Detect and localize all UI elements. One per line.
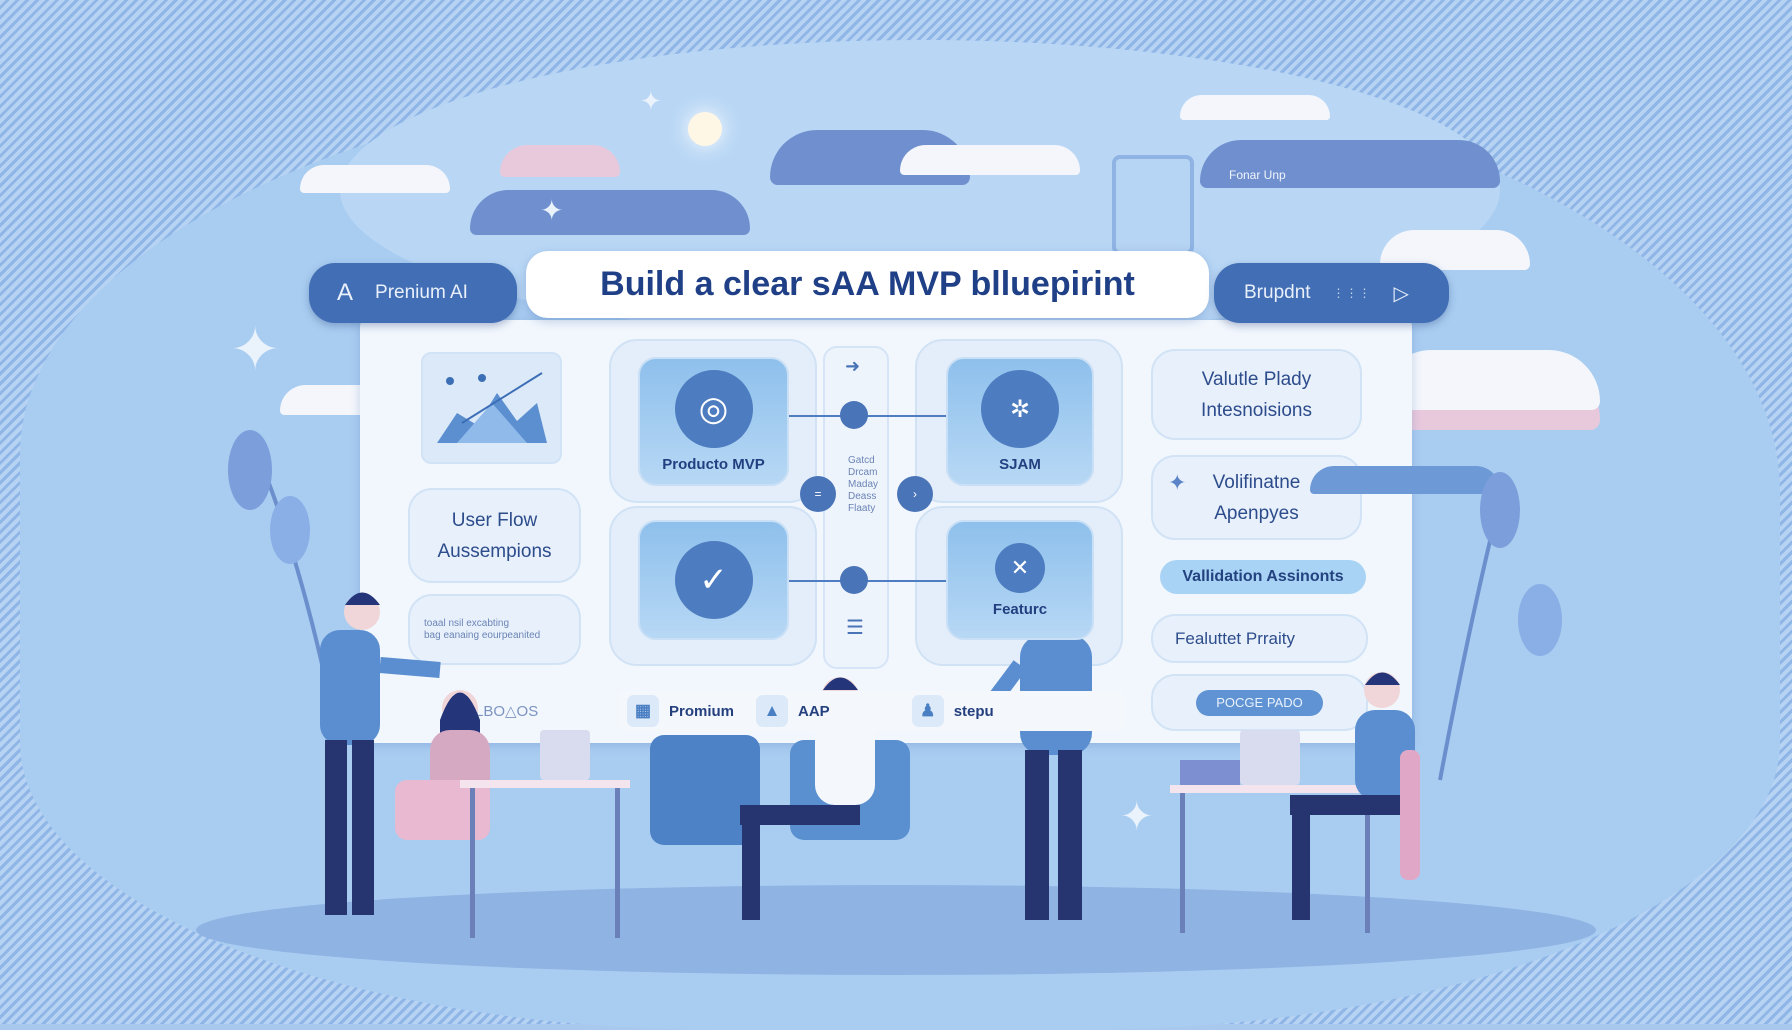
card-subtitle: Apenpyes — [1214, 502, 1299, 524]
blueprint-label: Brupdnt — [1244, 282, 1311, 303]
note-line: toaal nsil excabting — [424, 617, 510, 629]
validation-card[interactable]: Volifinatne Apenpyes — [1151, 455, 1362, 540]
play-icon: ▷ — [1393, 282, 1409, 305]
premium-ai-button[interactable]: A Prenium AI — [309, 263, 517, 323]
middle-text-list: Gatcd Drcam Maday Deass Flaaty — [848, 455, 878, 515]
cloud — [470, 190, 750, 235]
floating-label: Fonar Unp — [1229, 168, 1286, 182]
cloud — [1200, 140, 1500, 188]
desk-leg — [470, 788, 475, 938]
menu-icon[interactable]: ☰ — [846, 617, 864, 639]
user-flow-subtitle: Aussempions — [437, 540, 552, 562]
node-icon[interactable] — [840, 566, 868, 594]
value-card[interactable]: Valutle Plady Intesnoisions — [1151, 349, 1362, 440]
chart-icon — [436, 372, 547, 443]
page-title: Build a clear sAA MVP blluepirint — [526, 251, 1209, 318]
middle-text: Drcam — [848, 467, 878, 478]
sparkle-icon: ✦ — [1168, 470, 1187, 495]
scribble-text: LBO△OS — [475, 703, 539, 720]
desk-leg — [1180, 793, 1185, 933]
node-icon[interactable] — [840, 401, 868, 429]
card-subtitle: Intesnoisions — [1201, 399, 1312, 421]
cloud — [900, 145, 1080, 175]
sparkle-icon: ✦ — [1120, 795, 1154, 839]
floor-shadow — [196, 885, 1596, 975]
armchair — [650, 735, 760, 845]
check-icon: ✓ — [674, 541, 753, 619]
letter-a-icon: A — [337, 279, 354, 306]
leaf — [270, 496, 310, 564]
desk-leg — [615, 788, 620, 938]
bottom-toolbar: ▦ Promium ▲ AAP ♟ stepu — [617, 691, 1126, 731]
toolbar-label: Promium — [669, 702, 735, 720]
target-icon: ◎ — [674, 370, 753, 448]
laptop-icon — [540, 730, 590, 780]
feature-priority-card[interactable]: Fealuttet Prraity — [1151, 614, 1368, 663]
premium-ai-label: Prenium AI — [375, 282, 468, 303]
bottom-pill[interactable]: POCGE PADO — [1196, 689, 1323, 716]
sparkle-icon: ✦ — [540, 195, 563, 226]
arrow-right-icon[interactable]: ➜ — [845, 356, 861, 376]
toolbar-label: AAP — [798, 702, 830, 720]
validation-tile[interactable]: ✓ — [638, 520, 789, 640]
user-flow-title: User Flow — [451, 509, 538, 531]
grid-icon: ▦ — [627, 695, 659, 727]
feature-priority-label: Fealuttet Prraity — [1175, 629, 1295, 648]
middle-text: Maday — [848, 479, 879, 490]
product-mvp-tile[interactable]: ◎ Producto MVP — [638, 357, 789, 486]
cloud — [300, 165, 450, 193]
figure-icon: ✲ — [981, 370, 1059, 448]
card-title: Volifinatne — [1212, 471, 1301, 493]
person-seated-right — [1290, 672, 1420, 920]
dots-icon: ⋮⋮⋮ — [1332, 286, 1372, 300]
toolbar-item-aap[interactable]: ▲ AAP — [756, 695, 830, 727]
cloud — [1310, 466, 1500, 494]
blueprint-button[interactable]: Brupdnt ⋮⋮⋮ ▷ — [1214, 263, 1449, 323]
toolbar-item-premium[interactable]: ▦ Promium — [627, 695, 734, 727]
person-seated-woman — [395, 690, 490, 840]
validation-assumptions-pill[interactable]: Vallidation Assinonts — [1160, 560, 1366, 594]
sparkle-icon: ✦ — [640, 86, 662, 116]
tile-label: SJAM — [999, 456, 1041, 473]
plant-icon — [258, 459, 332, 701]
middle-text: Flaaty — [848, 503, 876, 514]
leaf — [228, 430, 272, 510]
books-icon — [1180, 760, 1240, 785]
middle-column — [823, 346, 889, 669]
cloud — [1380, 350, 1600, 410]
desk-leg — [1365, 793, 1370, 933]
desk — [460, 780, 630, 788]
desk — [1170, 785, 1380, 793]
user-flow-card[interactable]: User Flow Aussempions — [408, 488, 581, 583]
bottom-card: POCGE PADO — [1151, 674, 1368, 731]
bag-icon: ▲ — [756, 695, 789, 727]
lightbulb-icon — [688, 112, 722, 146]
tile-label: Featurc — [992, 600, 1048, 618]
middle-text: Gatcd — [848, 455, 875, 466]
cloud — [500, 145, 620, 177]
chevron-right-icon[interactable]: › — [897, 476, 933, 512]
leaf — [1518, 584, 1562, 656]
cloud — [1180, 95, 1330, 120]
middle-text: Deass — [848, 491, 877, 502]
phone-icon — [1112, 155, 1194, 255]
laptop-icon — [1240, 730, 1300, 785]
chart-card[interactable] — [421, 352, 562, 464]
tile-label: Producto MVP — [662, 456, 765, 473]
feature-tile[interactable]: ✕ Featurc — [946, 520, 1094, 640]
toolbar-item-stepu[interactable]: ♟ stepu — [911, 695, 994, 727]
x-icon: ✕ — [995, 542, 1045, 593]
note-line: bag eanaing eourpeanited — [424, 629, 541, 641]
sparkle-icon: ✦ — [230, 316, 280, 383]
equals-icon[interactable]: = — [800, 476, 836, 512]
person-standing-left — [320, 592, 441, 915]
people-icon: ♟ — [911, 695, 944, 727]
saam-tile[interactable]: ✲ SJAM — [946, 357, 1094, 486]
leaf — [1480, 472, 1520, 548]
note-card: toaal nsil excabting bag eanaing eourpea… — [408, 594, 581, 665]
card-title: Valutle Plady — [1201, 368, 1312, 390]
toolbar-label: stepu — [953, 702, 994, 720]
